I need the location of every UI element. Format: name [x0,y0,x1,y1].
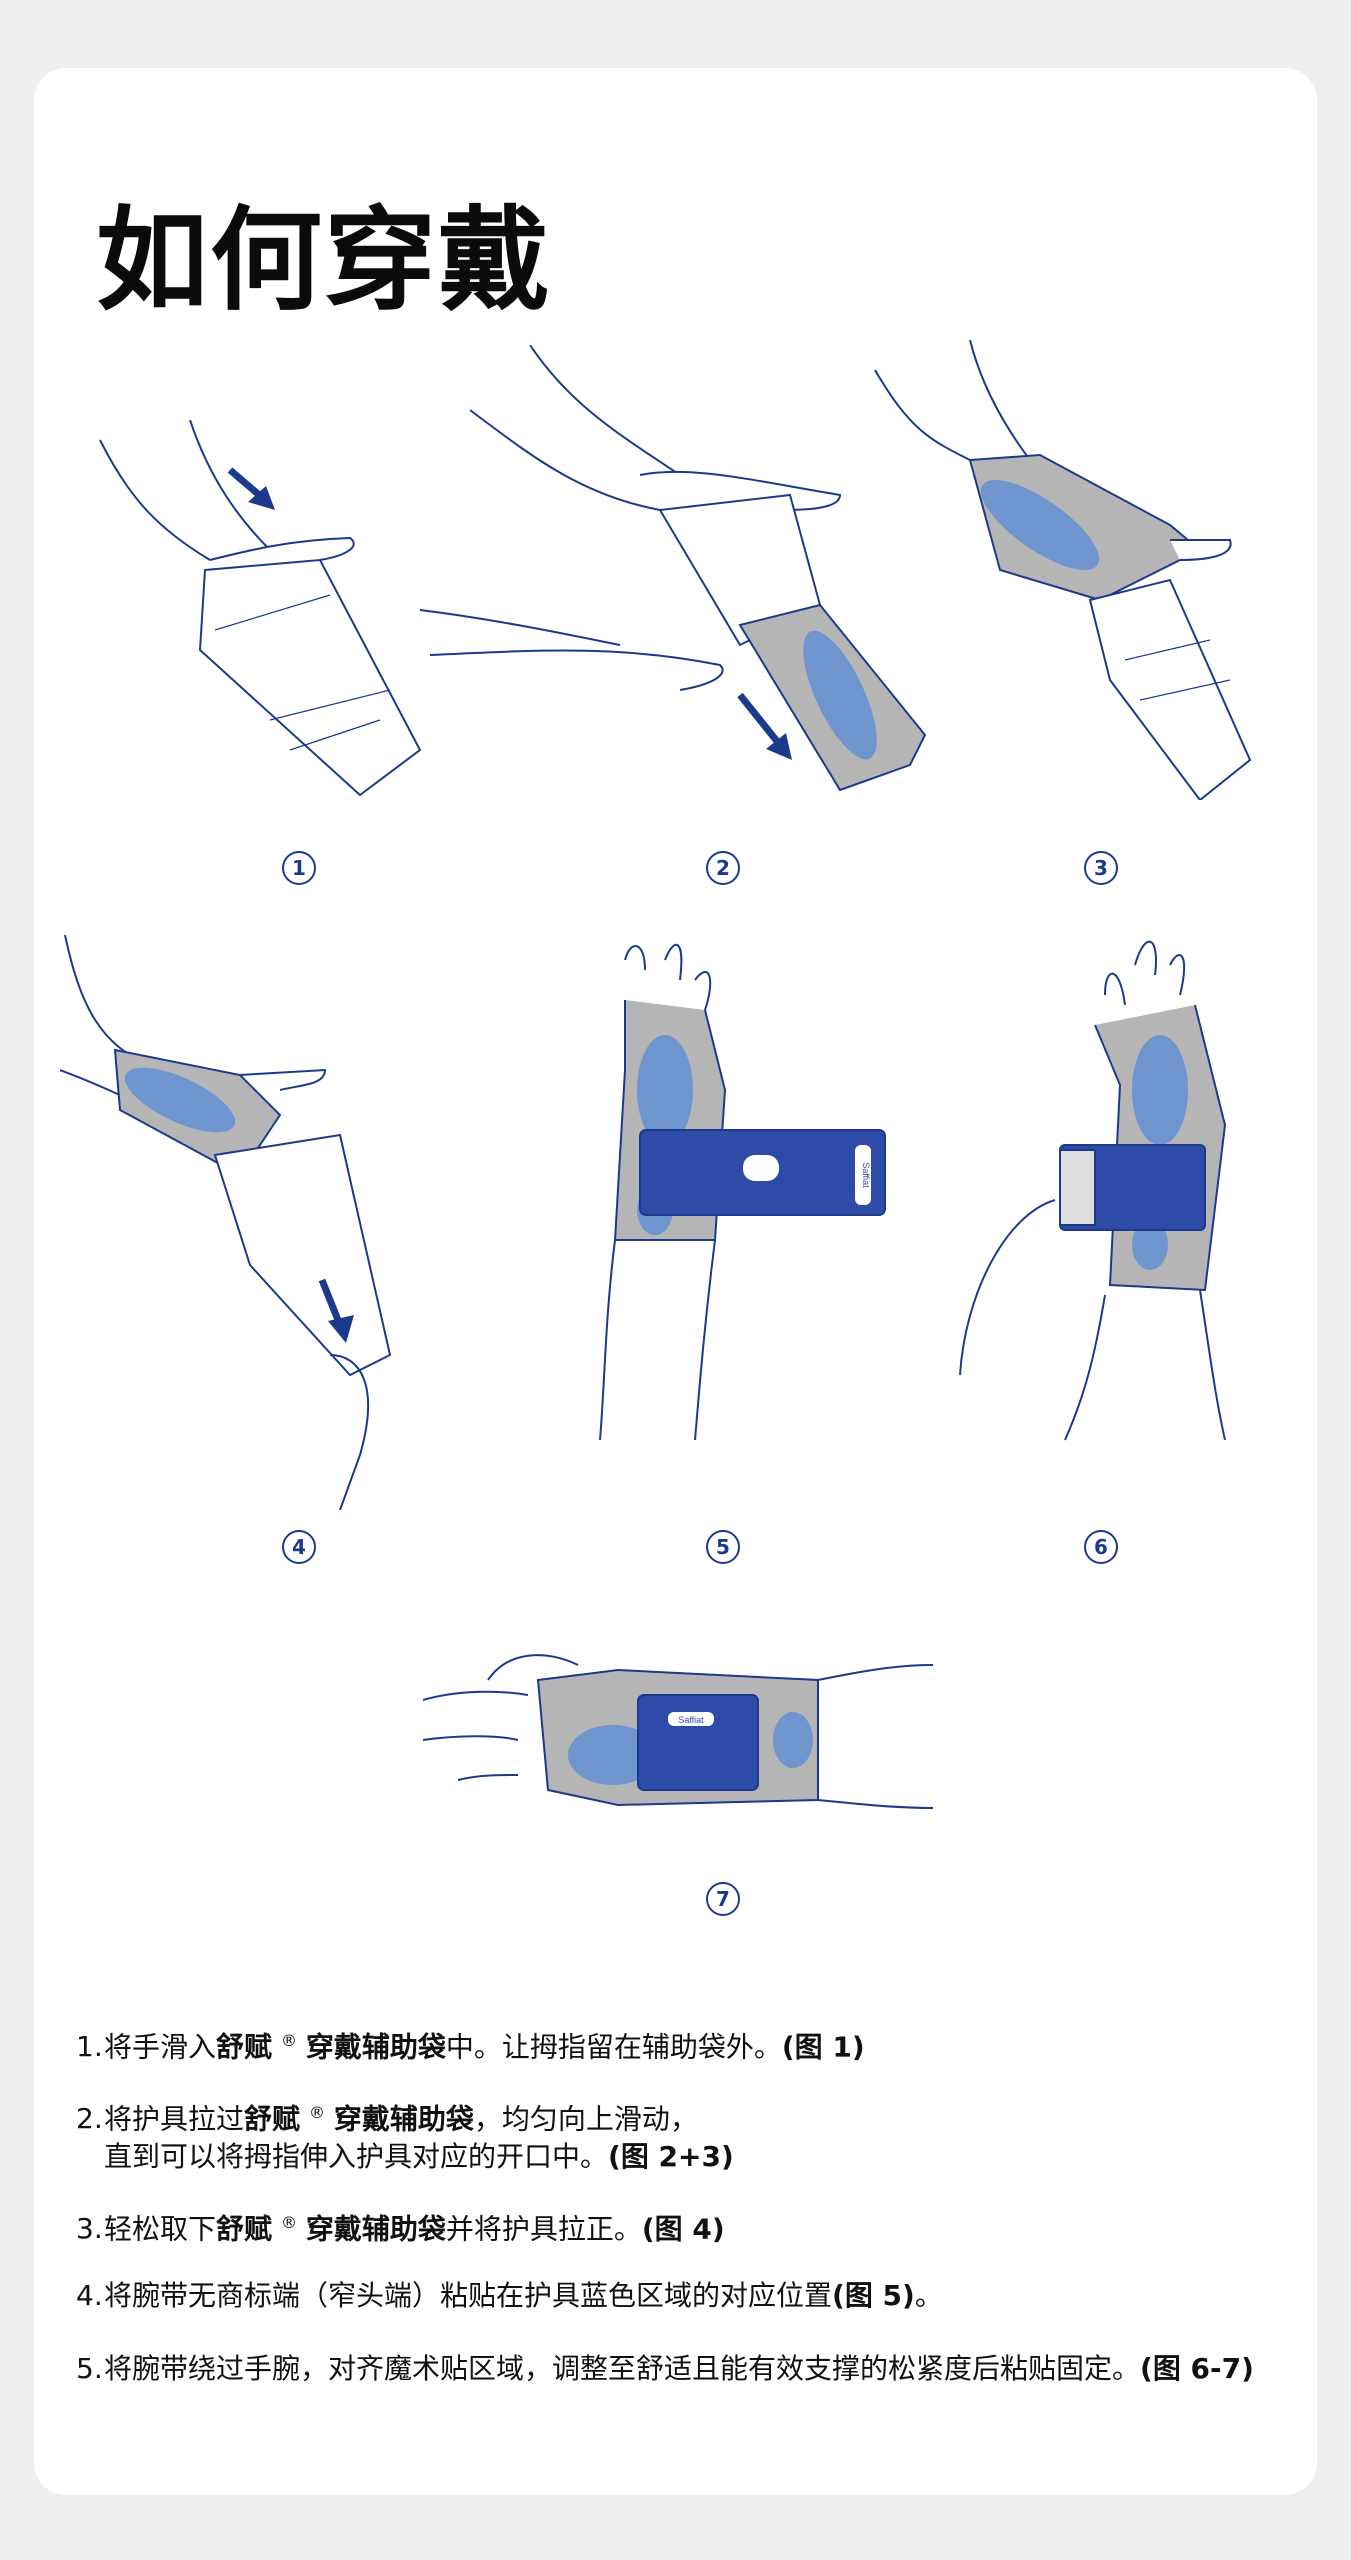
figure-1-illustration [99,420,422,797]
step-4: 4.将腕带无商标端（窄头端）粘贴在护具蓝色区域的对应位置(图 5)。 [76,2279,943,2312]
figure-5-illustration: Saffiat [599,943,886,1440]
brand-logo: Saffiat [861,1162,871,1188]
figure-number-2: 2 [706,851,740,885]
figure-number-1: 1 [282,851,316,885]
arrow-icon [737,692,783,748]
figure-7: Saffiat [418,1640,938,1830]
figure-number-4: 4 [282,1530,316,1564]
figure-1 [90,420,450,810]
figure-number-3: 3 [1084,851,1118,885]
arrow-icon [318,1278,344,1327]
figure-6-illustration [959,940,1227,1441]
brand-logo: Saffiat [678,1715,704,1725]
figure-3 [870,340,1270,800]
figure-4-illustration [60,935,392,1510]
page-title: 如何穿戴 [96,196,552,326]
strap [637,1694,759,1791]
figure-6 [945,935,1285,1445]
step-1: 1.将手滑入舒赋 ® 穿戴辅助袋中。让拇指留在辅助袋外。(图 1) [76,2030,865,2064]
figure-2-illustration [420,345,927,792]
figure-number-6: 6 [1084,1530,1118,1564]
step-5: 5.将腕带绕过手腕，对齐魔术贴区域，调整至舒适且能有效支撑的松紧度后粘贴固定。(… [76,2352,1254,2385]
figure-3-illustration [874,340,1252,800]
step-3: 3.轻松取下舒赋 ® 穿戴辅助袋并将护具拉正。(图 4) [76,2212,725,2246]
figure-2 [420,345,940,815]
figure-7-illustration: Saffiat [422,1654,934,1809]
step-2: 2.将护具拉过舒赋 ® 穿戴辅助袋，均匀向上滑动， 直到可以将拇指伸入护具对应的… [76,2102,734,2174]
figure-5: Saffiat [585,940,890,1440]
figure-number-5: 5 [706,1530,740,1564]
figure-4 [60,935,440,1510]
figure-number-7: 7 [706,1882,740,1916]
